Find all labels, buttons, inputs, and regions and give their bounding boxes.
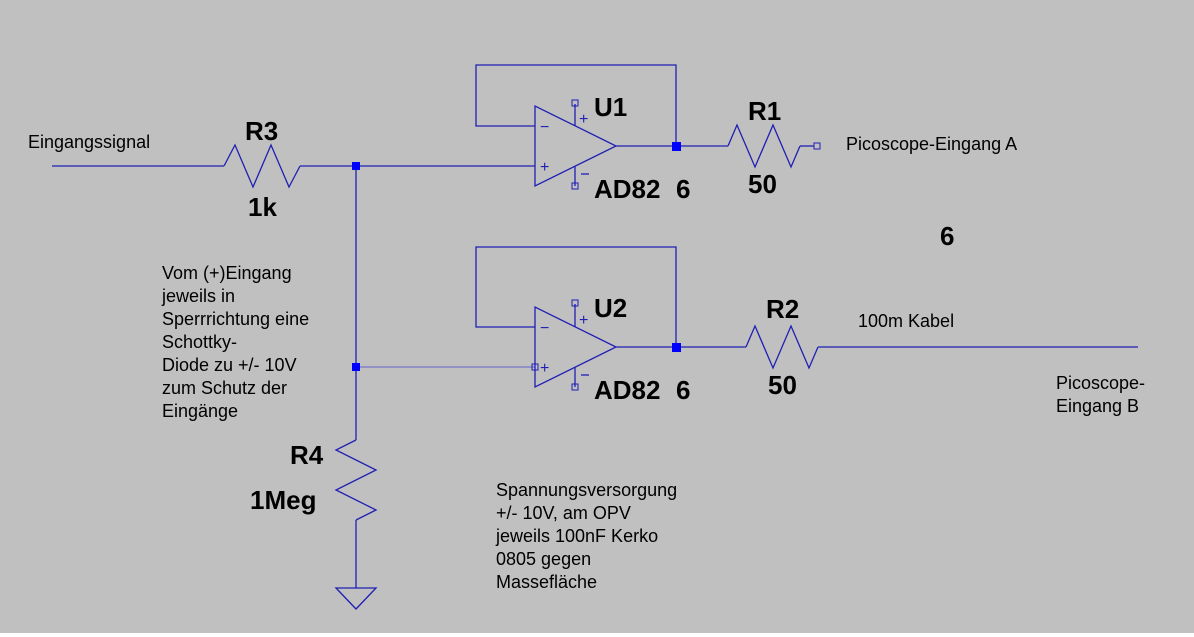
junction-dot [672,343,681,352]
note-line: Schottky- [162,332,237,352]
ground-symbol [334,587,378,610]
canvas-border [0,633,1194,637]
r3-value: 1k [248,192,277,222]
u1-supply-pin-pos [571,99,579,107]
note-line: Spannungsversorgung [496,480,677,500]
resistor-r1 [727,123,801,169]
note-line: Diode zu +/- 10V [162,355,297,375]
input-signal-label: Eingangssignal [28,132,150,152]
junction-dot [352,162,360,170]
output-a-port [813,142,821,150]
u1-value: AD82 [594,174,660,204]
note-line: Vom (+)Eingang [162,263,292,283]
stray-text: 6 [940,221,954,251]
r4-value: 1Meg [250,485,316,515]
resistor-r3 [223,143,301,189]
r1-ref: R1 [748,96,781,126]
junction-dot [352,363,360,371]
note-line: Massefläche [496,572,597,592]
resistor-r4 [334,439,378,521]
r1-value: 50 [748,169,777,199]
u2-ref: U2 [594,293,627,323]
r2-ref: R2 [766,294,799,324]
output-a-label: Picoscope-Eingang A [846,134,1017,154]
u2-minus-sign: − [540,320,549,337]
note-line: jeweils in [161,286,235,306]
r3-ref: R3 [245,116,278,146]
cable-label: 100m Kabel [858,311,954,331]
u1-supply-pin-neg [571,182,579,190]
note-line: jeweils 100nF Kerko [495,526,658,546]
note-line: Eingänge [162,401,238,421]
u2-value: AD82 [594,375,660,405]
note-line: zum Schutz der [162,378,287,398]
u1-minus-sign: − [540,119,549,136]
protection-note: Vom (+)Eingang jeweils in Sperrrichtung … [161,263,309,421]
output-b-label: Eingang B [1056,396,1139,416]
u2-value: 6 [676,375,690,405]
junction-dot [672,142,681,151]
r4-ref: R4 [290,440,324,470]
u1-value: 6 [676,174,690,204]
u2-supply-pin-pos [571,299,579,307]
u2-plus-sign: + [540,360,549,377]
u2-input-pin [531,363,539,371]
note-line: +/- 10V, am OPV [496,503,631,523]
u1-supply-plus: + [579,111,588,128]
u1-ref: U1 [594,92,627,122]
u1-feedback-wire [475,64,677,146]
resistor-r2 [745,324,819,370]
supply-note: Spannungsversorgung +/- 10V, am OPV jewe… [495,480,677,592]
u2-feedback-wire [475,246,677,347]
r2-value: 50 [768,370,797,400]
u2-supply-plus: + [579,312,588,329]
note-line: 0805 gegen [496,549,591,569]
u1-plus-sign: + [540,159,549,176]
output-b-label: Picoscope- [1056,373,1145,393]
note-line: Sperrrichtung eine [162,309,309,329]
u2-supply-pin-neg [571,383,579,391]
